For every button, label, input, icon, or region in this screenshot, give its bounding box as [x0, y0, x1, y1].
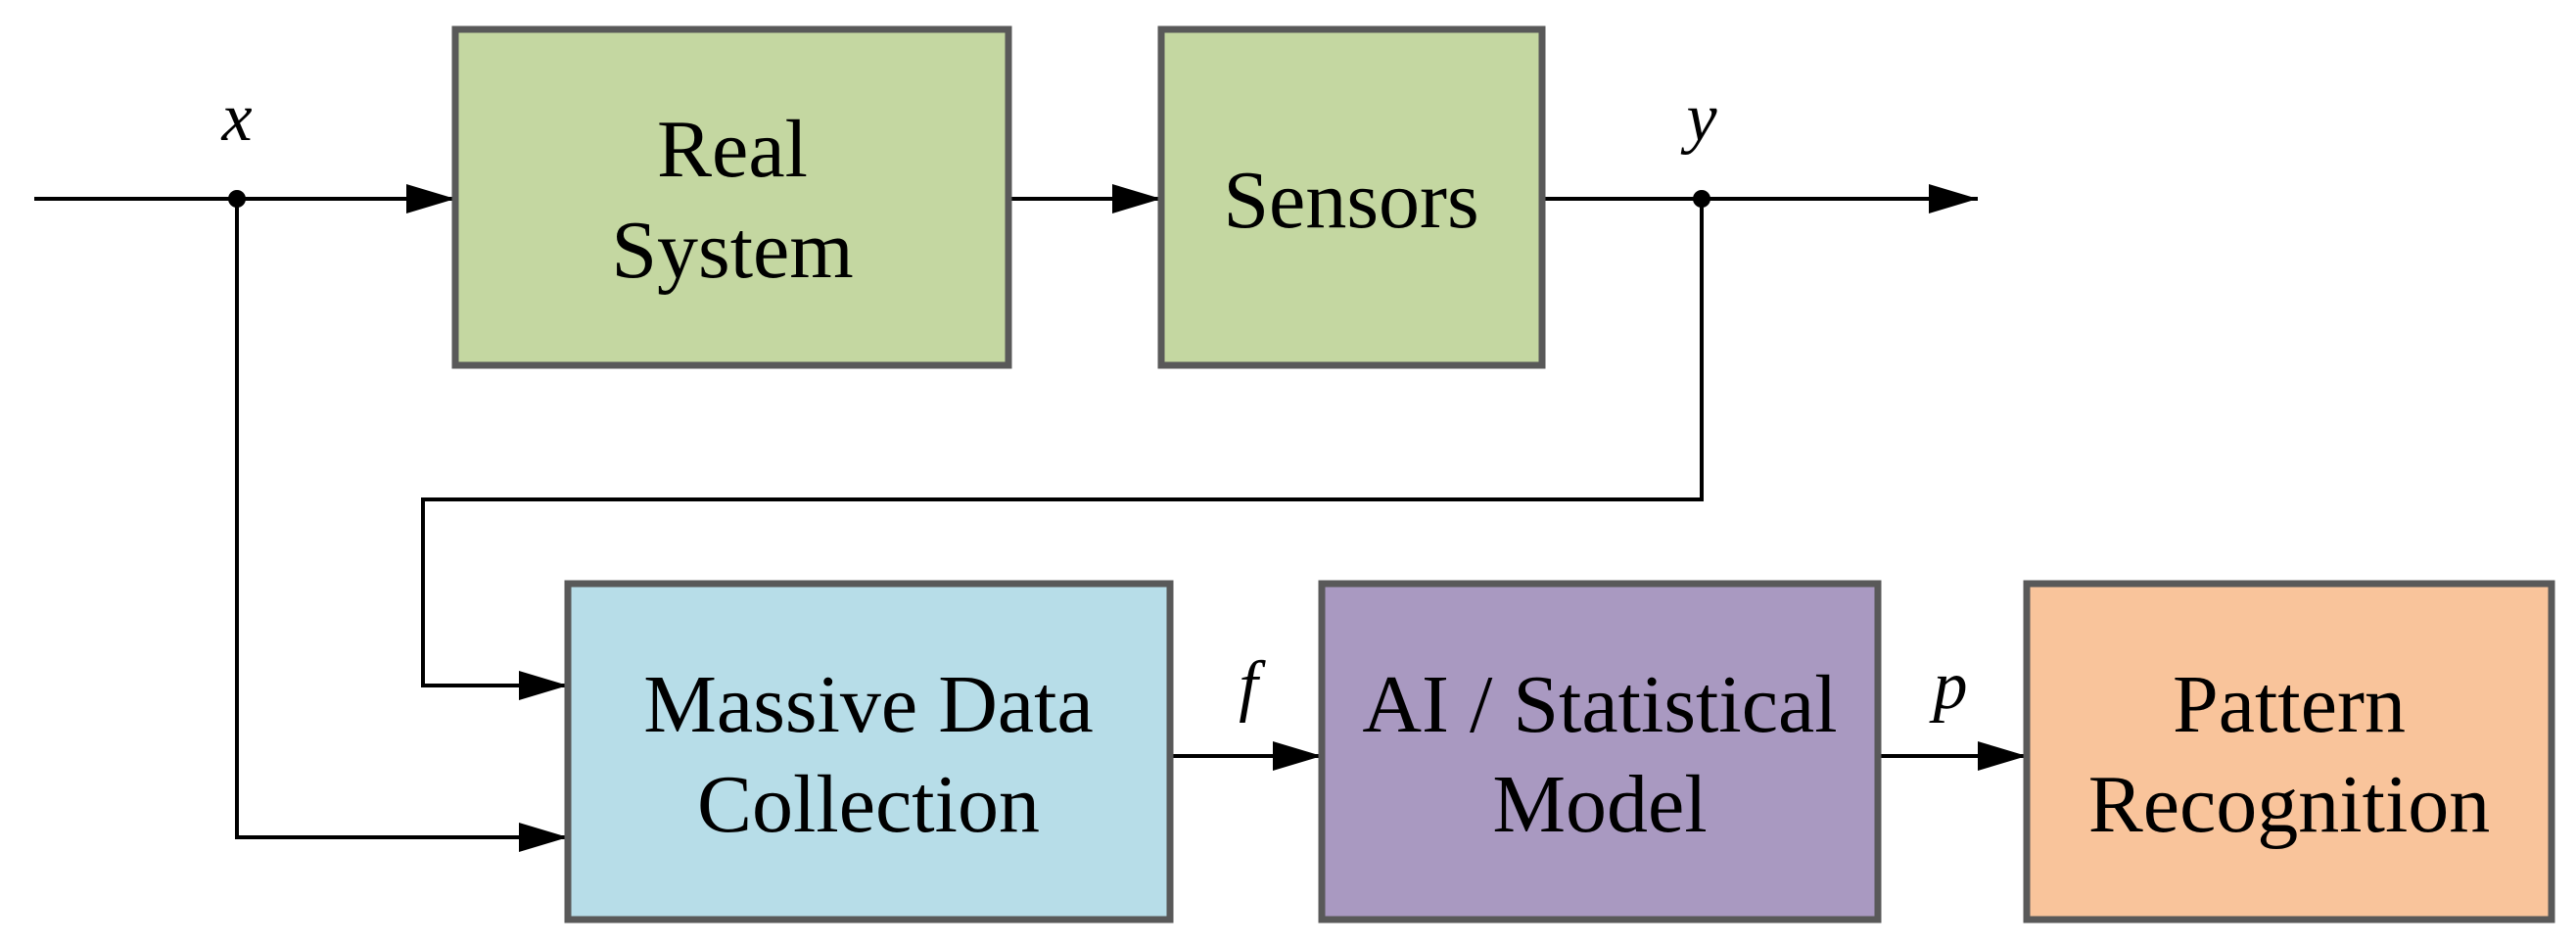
arrow-y-to-data-collection — [421, 199, 1704, 700]
junction-y — [1693, 190, 1710, 208]
model-box — [1318, 580, 1882, 923]
data-collection-label-line1: Massive Data — [643, 659, 1094, 750]
arrow-x-to-data-collection — [235, 199, 568, 852]
signal-p-label: p — [1929, 648, 1968, 724]
model-block: AI / Statistical Model — [1318, 580, 1882, 923]
sensors-block: Sensors — [1157, 25, 1546, 369]
signal-y-label: y — [1680, 80, 1717, 156]
signal-f-label: f — [1239, 648, 1266, 724]
signal-x-label: x — [220, 80, 252, 156]
model-label-line1: AI / Statistical — [1362, 659, 1837, 750]
data-collection-label-line2: Collection — [697, 759, 1040, 850]
sensors-label: Sensors — [1223, 155, 1478, 246]
pattern-recognition-box — [2023, 580, 2555, 923]
data-collection-box — [564, 580, 1174, 923]
pattern-recognition-label-line2: Recognition — [2088, 759, 2491, 850]
data-collection-block: Massive Data Collection — [564, 580, 1174, 923]
real-system-block: Real System — [451, 25, 1012, 369]
sensors-box — [1157, 25, 1546, 369]
real-system-label-line1: Real — [657, 104, 808, 195]
pattern-recognition-block: Pattern Recognition — [2023, 580, 2555, 923]
pattern-recognition-label-line1: Pattern — [2173, 659, 2406, 750]
model-label-line2: Model — [1492, 759, 1707, 850]
junction-x — [228, 190, 246, 208]
real-system-label-line2: System — [611, 205, 853, 296]
real-system-box — [451, 25, 1012, 369]
